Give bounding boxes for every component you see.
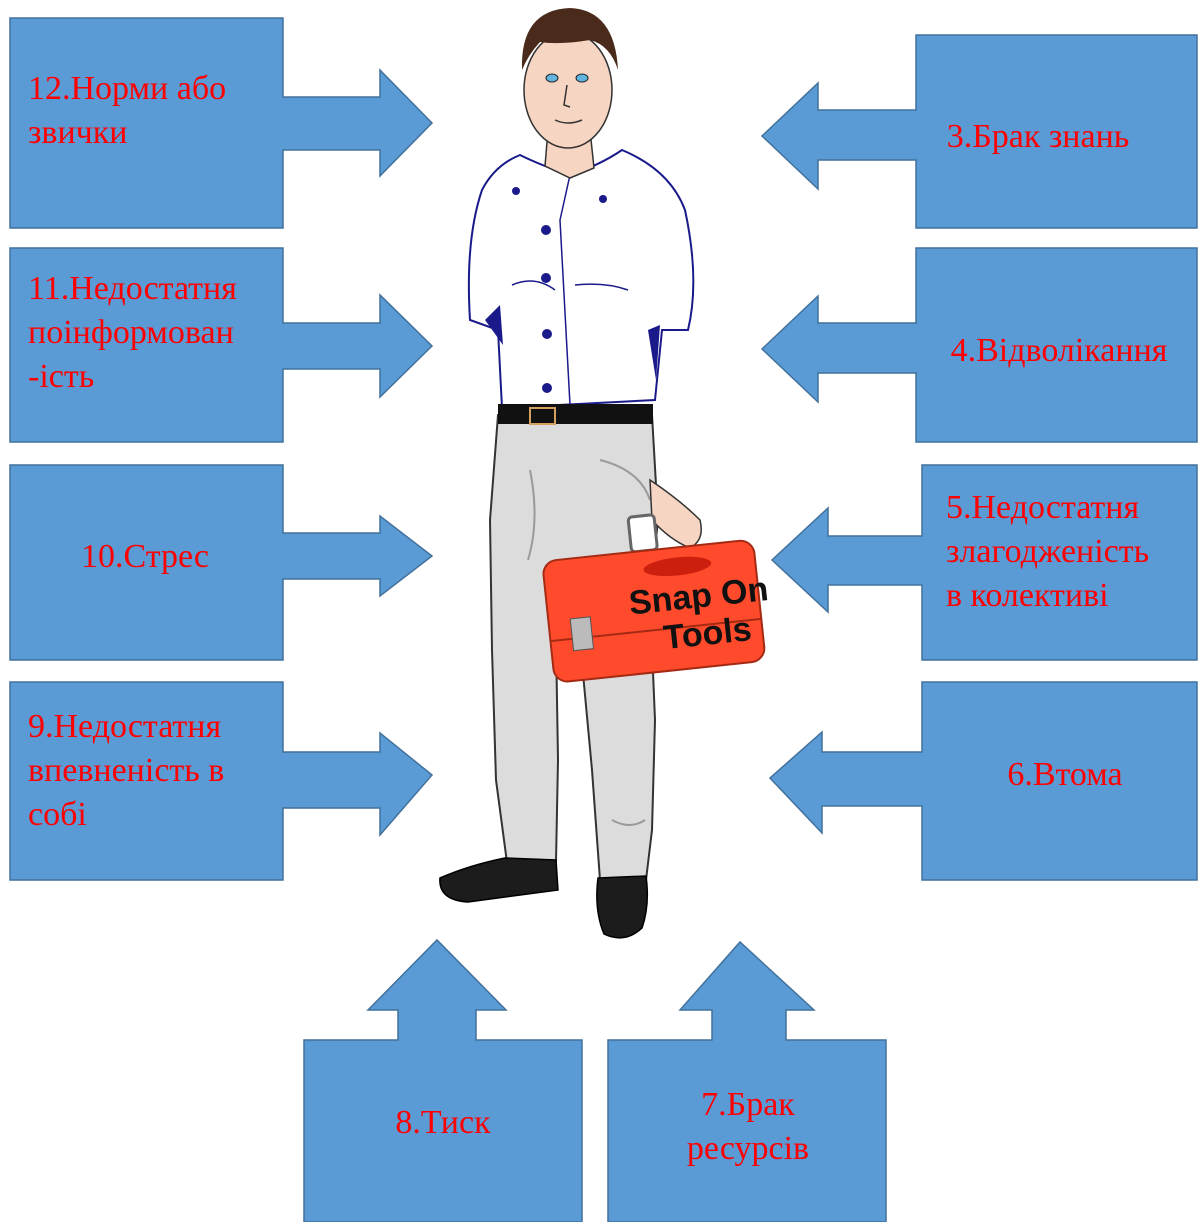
- head: [523, 31, 613, 149]
- label-factor-10: 10.Стрес: [80, 538, 210, 575]
- arrow-factor-11: [9, 247, 434, 443]
- shirt-buttons: [512, 187, 607, 393]
- arrow-factor-3: [760, 34, 1198, 229]
- belt: [498, 404, 653, 424]
- label-factor-5: 5.Недостатня злагодженість в колективі: [946, 489, 1150, 614]
- toolbox-body: [542, 539, 766, 683]
- label-factor-3: 3.Брак знань: [946, 118, 1130, 155]
- arrow-factor-4: [760, 247, 1198, 443]
- label-factor-8: 8.Тиск: [395, 1104, 491, 1141]
- toolbox-logo-line-2: Tools: [662, 610, 754, 657]
- arrow-factor-7: [607, 940, 887, 1222]
- arrow-factor-6: [768, 681, 1198, 881]
- worker-figure: [439, 8, 702, 939]
- toolbox-icon: Snap On Tools: [542, 513, 770, 683]
- label-factor-12: 12.Норми або звички: [28, 70, 227, 151]
- belt-buckle: [529, 407, 556, 425]
- left-shoe: [439, 857, 559, 903]
- label-factor-6: 6.Втома: [1007, 756, 1123, 793]
- arrow-factor-9: [9, 681, 434, 881]
- arrow-factor-5: [770, 464, 1198, 661]
- label-factor-9: 9.Недостатня впевненість в собі: [28, 708, 225, 833]
- hair: [521, 8, 618, 70]
- left-hand: [649, 478, 702, 549]
- arrow-factor-12: [9, 17, 434, 229]
- label-factor-11: 11.Недостатня поінформован -ість: [28, 270, 237, 395]
- right-shoe: [596, 875, 649, 939]
- label-factor-4: 4.Відволікання: [950, 332, 1168, 369]
- arrow-factor-8: [303, 938, 583, 1222]
- label-factor-7: 7.Брак ресурсів: [686, 1086, 810, 1167]
- arrow-factor-10: [9, 464, 434, 661]
- shirt: [467, 148, 695, 410]
